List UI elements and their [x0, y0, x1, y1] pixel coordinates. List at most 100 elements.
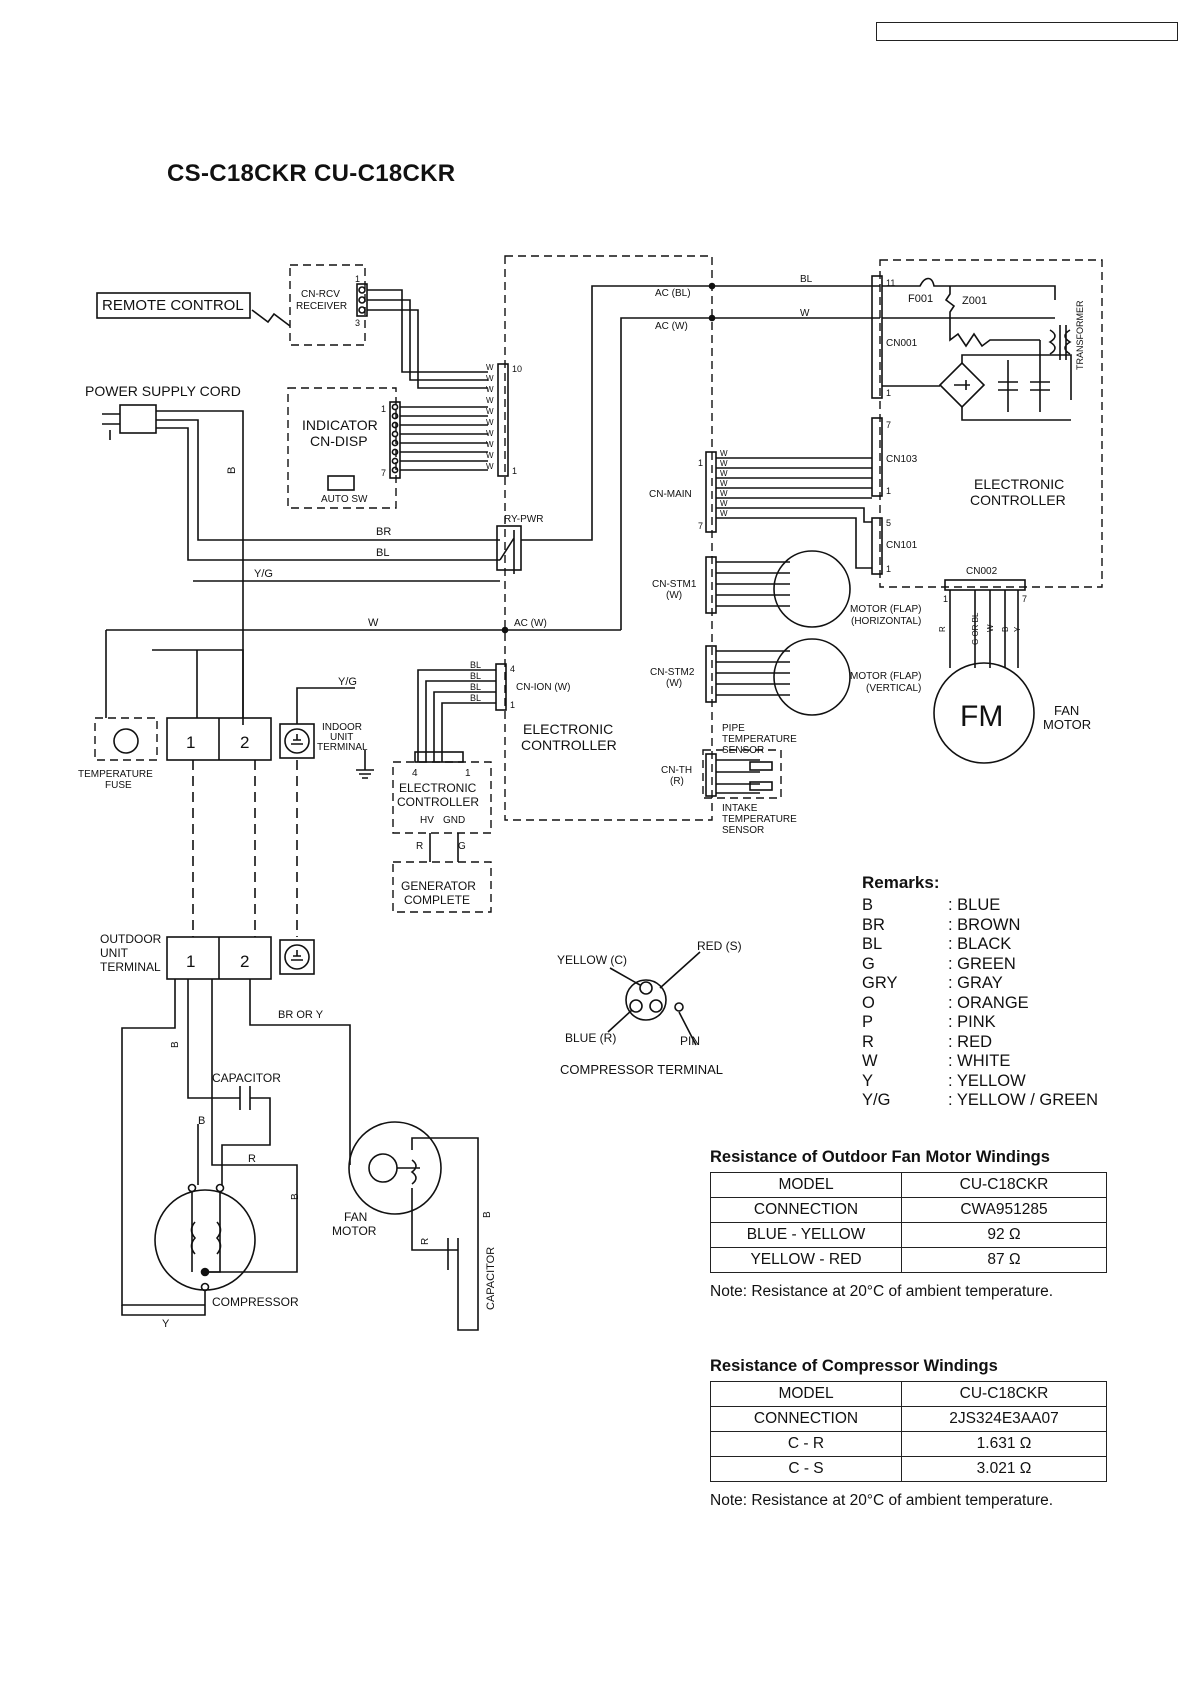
stm2-wires: [716, 650, 790, 696]
table-cell: BLUE - YELLOW: [710, 1222, 902, 1248]
svg-text:W: W: [720, 469, 728, 478]
disp-wires: [400, 406, 488, 471]
cn-stm1-connector: [705, 556, 717, 614]
capacitor-1: [221, 1086, 271, 1185]
ac-w2-label: AC (W): [514, 618, 547, 629]
terminal-2b: 2: [240, 952, 249, 971]
cn001-label: CN001: [886, 338, 918, 349]
w-label: W: [800, 308, 810, 319]
bridge-rectifier: [938, 361, 986, 409]
cn101-connector: [871, 517, 883, 575]
remarks-item: Y/G: YELLOW / GREEN: [862, 1091, 1098, 1111]
terminal-2: 2: [240, 733, 249, 752]
remarks-heading: Remarks:: [862, 873, 940, 892]
remarks-color-name: : YELLOW / GREEN: [948, 1091, 1099, 1109]
capacitor-symbol: [998, 360, 1018, 412]
svg-text:W: W: [486, 407, 494, 416]
wire-gorbl-label: G OR BL: [971, 612, 980, 645]
diode-symbol: [954, 380, 970, 390]
remarks-code: P: [862, 1013, 874, 1031]
remarks-code: Y: [862, 1071, 874, 1090]
table-cell: 87 Ω: [901, 1247, 1107, 1273]
wire-r-label: R: [248, 1153, 256, 1165]
cn002-label: CN002: [966, 566, 998, 577]
rcv-wires: [367, 289, 488, 389]
motor-flap-h-label: MOTOR (FLAP): [850, 604, 921, 615]
cap-wire-b: [187, 979, 240, 1099]
temperature-label: TEMPERATURE: [722, 734, 797, 745]
table-cell: CONNECTION: [710, 1197, 902, 1223]
cn-stm2-label: CN-STM2: [650, 667, 695, 678]
pin-5-label: 5: [886, 518, 891, 528]
wire-g-label: G: [458, 841, 466, 852]
temp-fuse-label-1: TEMPERATURE: [78, 769, 153, 780]
cn-th-label: CN-TH: [661, 765, 692, 776]
varistor-z001: [944, 286, 956, 318]
remarks-code: BL: [862, 935, 883, 953]
svg-text:W: W: [486, 374, 494, 383]
hv-gnd-wires: [429, 833, 459, 862]
transformer-label: TRANSFORMER: [1075, 300, 1085, 370]
cn-th-r: (R): [670, 776, 684, 787]
pin-label: 7: [1022, 594, 1027, 604]
pin-11-label: 11: [886, 278, 895, 288]
ion-electronic-label: ELECTRONIC: [399, 781, 477, 795]
supply-cord-wires: [156, 410, 500, 725]
outdoor-label: OUTDOOR: [100, 932, 162, 946]
svg-text:W: W: [720, 509, 728, 518]
cn-disp-connector: [389, 401, 401, 479]
pin-3-label: 3: [355, 318, 360, 328]
remarks-color-name: : ORANGE: [948, 993, 1029, 1012]
temperature2-label: TEMPERATURE: [722, 814, 797, 825]
sensor-wires: [716, 759, 760, 794]
blue-r-label: BLUE (R): [565, 1031, 616, 1045]
br-or-y-wire: [249, 979, 351, 1165]
horizontal-label: (HORIZONTAL): [851, 616, 921, 627]
wire-w-label: W: [368, 617, 379, 629]
fan-motor-out-label-1: FAN: [344, 1210, 367, 1224]
wire-w-label: W: [986, 624, 995, 632]
capacitor2-label: CAPACITOR: [485, 1247, 497, 1310]
power-supply-label: POWER SUPPLY CORD: [85, 383, 241, 399]
cn-rcv-label: CN-RCV: [301, 289, 340, 300]
pin-label: 7: [698, 521, 703, 531]
indoor-label: INDOOR: [322, 722, 362, 733]
ion-controller-label: CONTROLLER: [397, 795, 479, 809]
fan-motor-wires: [411, 1137, 479, 1331]
electronic-controller-box: [879, 259, 1103, 588]
cn001-connector: [871, 275, 883, 399]
inter-unit-wires: [192, 760, 298, 937]
wire-r-label: R: [938, 626, 947, 632]
flap-motor-vertical: [773, 638, 851, 716]
complete-label: COMPLETE: [404, 893, 470, 907]
ry-pwr-label: RY-PWR: [504, 514, 543, 525]
yg-ground-wire: [296, 687, 355, 724]
table-cell: YELLOW - RED: [710, 1247, 902, 1273]
table-cell: 2JS324E3AA07: [901, 1406, 1107, 1432]
header-box: [876, 22, 1178, 41]
earth-symbol: [356, 750, 374, 779]
intake-label: INTAKE: [722, 803, 758, 814]
wire-r-label: R: [416, 841, 423, 852]
remarks-code: G: [862, 954, 875, 973]
table-cell: 1.631 Ω: [901, 1431, 1107, 1457]
svg-text:W: W: [486, 396, 494, 405]
junction-dot: [501, 626, 509, 634]
pin-label: 7: [381, 468, 386, 478]
ir-signal-zigzag: [251, 309, 291, 327]
yellow-c-label: YELLOW (C): [557, 953, 627, 967]
transformer-coil: [1048, 325, 1072, 360]
cn-ion-label: CN-ION (W): [516, 682, 570, 693]
terminal-1b: 1: [186, 952, 195, 971]
unit-label: UNIT: [330, 732, 353, 743]
table-cell: CU-C18CKR: [901, 1172, 1107, 1198]
terminal-label: TERMINAL: [317, 742, 368, 753]
cn-stm1-w: (W): [666, 590, 682, 601]
remarks-color-name: : YELLOW: [948, 1071, 1026, 1090]
remarks-item: B: BLUE: [862, 896, 1098, 916]
svg-text:W: W: [720, 479, 728, 488]
